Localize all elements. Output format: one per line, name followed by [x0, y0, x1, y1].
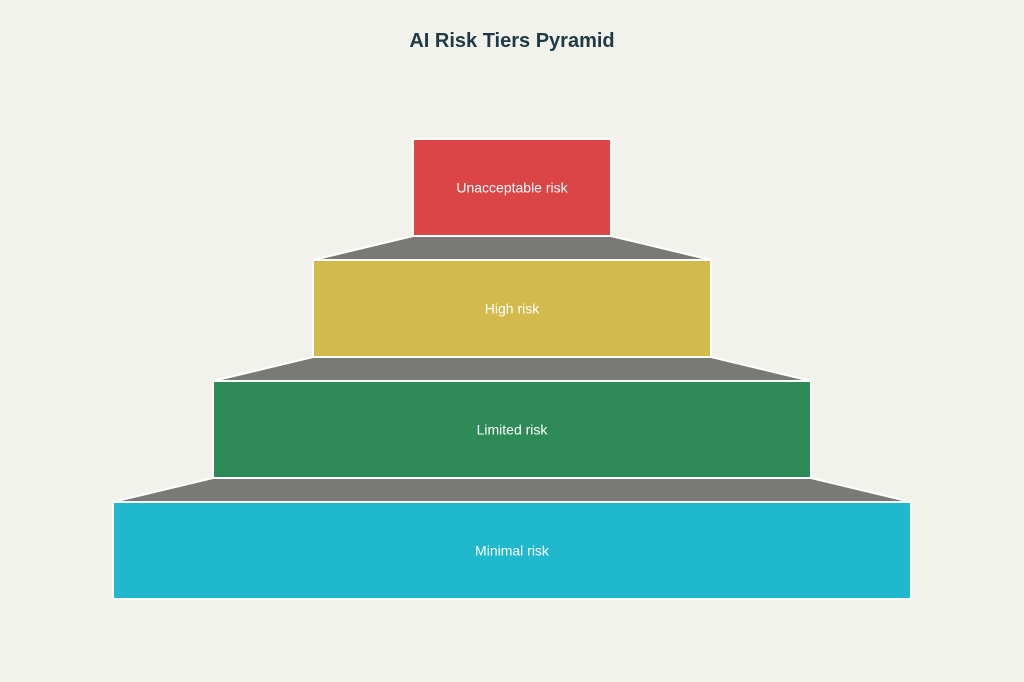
- tier-block: [412, 138, 612, 237]
- diagram-title: AI Risk Tiers Pyramid: [409, 30, 615, 52]
- tier-connector: [112, 477, 912, 503]
- tier-label: Unacceptable risk: [456, 180, 568, 196]
- tier-label: Limited risk: [477, 422, 549, 438]
- tier-label: High risk: [485, 301, 540, 317]
- tier-label: Minimal risk: [475, 543, 550, 559]
- tier-connector: [312, 235, 712, 261]
- tier-block: [112, 501, 912, 600]
- tier-block: [212, 380, 812, 479]
- tier-connector: [212, 356, 812, 382]
